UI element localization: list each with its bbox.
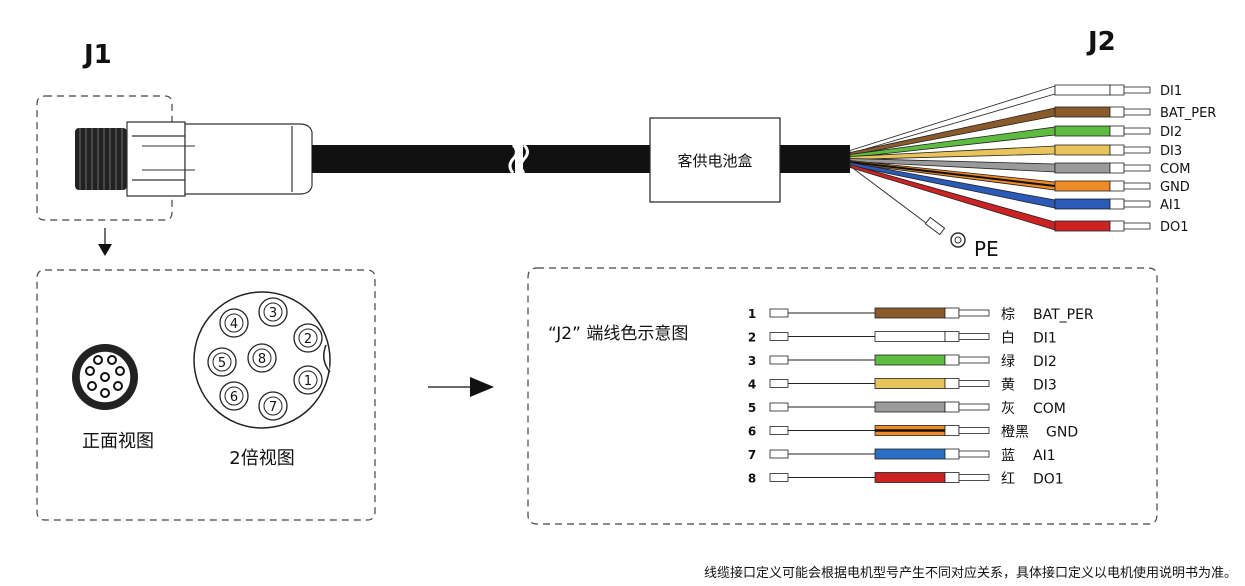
legend-signal-name: GND	[1046, 425, 1078, 441]
down-arrow	[98, 228, 112, 256]
double-view-label: 2倍视图	[229, 448, 294, 469]
legend-row: 3 绿 DI2	[748, 354, 1057, 370]
legend-number: 2	[748, 331, 756, 345]
j1-title: J1	[82, 40, 112, 70]
j2-wire-label: DI2	[1160, 125, 1182, 140]
pe-lead	[849, 165, 966, 248]
legend-row: 5 灰 COM	[748, 401, 1066, 417]
pin-number: 2	[304, 332, 312, 347]
legend-wire-swatch	[874, 378, 946, 389]
legend-signal-name: DI2	[1033, 354, 1057, 370]
battery-box-label: 客供电池盒	[677, 152, 752, 170]
legend-color-name: 棕	[1001, 307, 1015, 323]
j2-wire-label: DI3	[1160, 144, 1182, 159]
views-frame	[36, 269, 376, 521]
j2-wire-di2: DI2	[849, 125, 1182, 158]
legend-title: “J2” 端线色示意图	[548, 324, 688, 344]
battery-box	[649, 117, 781, 203]
pin-number: 1	[304, 374, 312, 389]
j2-wire-label: COM	[1160, 162, 1191, 177]
pin-7: 7	[258, 391, 288, 421]
j2-wire-label: BAT_PER	[1160, 106, 1216, 121]
j2-wire-label: GND	[1160, 180, 1190, 195]
legend-frame	[527, 267, 1158, 525]
legend-number: 5	[748, 401, 756, 415]
pin-number: 4	[230, 317, 238, 332]
legend-row: 2 白 DI1	[748, 331, 1057, 347]
pe-label: PE	[974, 237, 999, 261]
legend-row: 8 红 DO1	[748, 472, 1064, 488]
j2-wire-label: DO1	[1160, 220, 1189, 235]
legend-number: 4	[748, 378, 756, 392]
legend-signal-name: AI1	[1033, 448, 1056, 464]
j2-wire-bat_per: BAT_PER	[849, 106, 1216, 156]
legend-color-name: 黄	[1001, 377, 1015, 394]
legend-color-name: 灰	[1001, 401, 1015, 417]
pin-8: 8	[247, 343, 277, 373]
legend-wire-swatch	[874, 331, 946, 342]
pin-4: 4	[219, 308, 249, 338]
pin-number: 6	[230, 390, 238, 405]
front-view-connector	[72, 344, 138, 410]
legend-wire-swatch	[874, 307, 946, 319]
j2-wire-gnd: GND	[849, 160, 1190, 195]
legend-row: 4 黄 DI3	[748, 377, 1057, 394]
legend-row: 1 棕 BAT_PER	[748, 307, 1094, 323]
legend-row: 7 蓝 AI1	[748, 448, 1056, 464]
pin-3: 3	[258, 297, 288, 327]
legend-signal-name: COM	[1033, 401, 1066, 417]
legend-color-name: 蓝	[1001, 448, 1015, 464]
legend-signal-name: DI1	[1033, 331, 1057, 347]
legend-wire-swatch	[874, 401, 946, 413]
j2-wire-label: DI1	[1160, 84, 1182, 99]
legend-color-name: 橙黑	[1001, 425, 1029, 441]
legend-signal-name: BAT_PER	[1033, 307, 1094, 323]
j2-title: J2	[1086, 27, 1116, 57]
pin-number: 8	[258, 352, 266, 367]
j1-connector	[75, 121, 313, 197]
pin-5: 5	[207, 347, 237, 377]
footnote: 线缆接口定义可能会根据电机型号产生不同对应关系，具体接口定义以电机使用说明书为准…	[704, 565, 1237, 581]
pin-number: 7	[269, 400, 277, 415]
pin-1: 1	[293, 365, 323, 395]
legend-signal-name: DO1	[1033, 472, 1064, 488]
legend-number: 8	[748, 472, 756, 486]
legend-color-name: 绿	[1001, 354, 1015, 370]
j2-wire-di3: DI3	[849, 144, 1182, 160]
legend-number: 7	[748, 448, 756, 462]
legend-row: 6 橙黑 GND	[748, 425, 1078, 441]
main-cable	[312, 143, 850, 174]
legend-number: 3	[748, 354, 756, 368]
pin-2: 2	[293, 323, 323, 353]
legend-number: 6	[748, 425, 756, 439]
pin-number: 5	[218, 356, 226, 371]
legend-signal-name: DI3	[1033, 378, 1057, 394]
legend-color-name: 白	[1001, 331, 1015, 347]
legend-wire-swatch	[874, 472, 946, 483]
legend-wire-swatch	[874, 448, 946, 460]
right-arrow	[428, 377, 494, 397]
legend-wire-swatch	[874, 354, 946, 366]
pin-6: 6	[219, 381, 249, 411]
j1-frame	[36, 95, 173, 221]
j2-wire-label: AI1	[1160, 198, 1181, 213]
legend-number: 1	[748, 307, 756, 321]
front-view-label: 正面视图	[82, 431, 154, 452]
j2-wire-ai1: AI1	[849, 162, 1181, 213]
pin-number: 3	[269, 306, 277, 321]
legend-color-name: 红	[1001, 472, 1015, 488]
